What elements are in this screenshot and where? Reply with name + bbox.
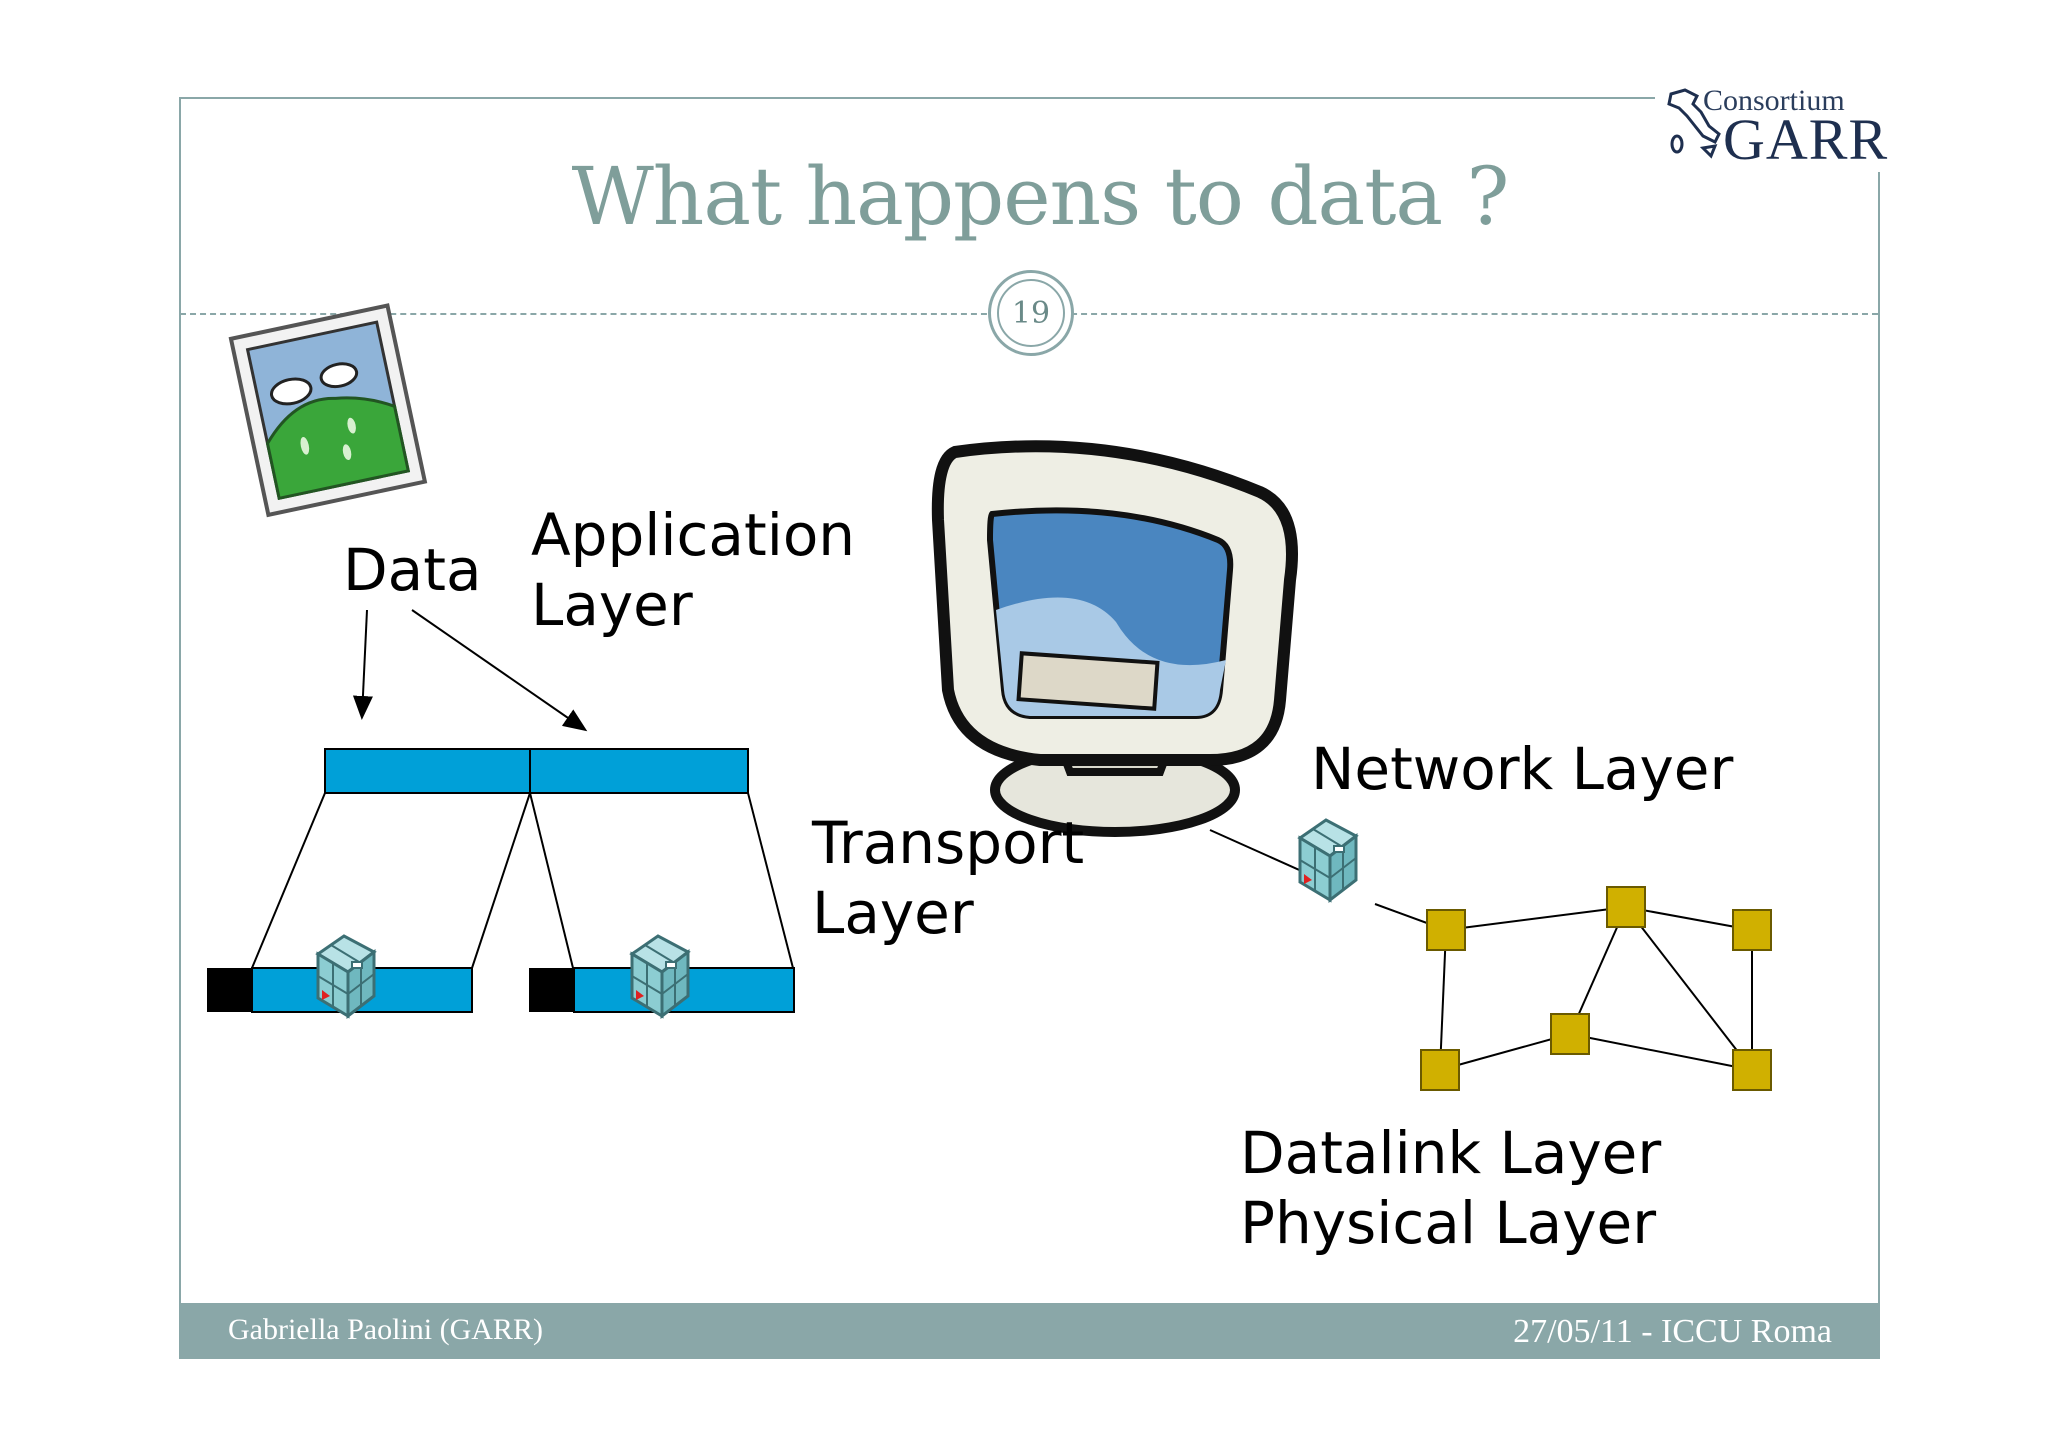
data-segment-left (324, 748, 531, 794)
physical-layer-label: Physical Layer (1240, 1189, 1657, 1257)
network-links (1439, 906, 1753, 1071)
transport-layer-label: Transport Layer (812, 809, 1085, 947)
footer-bar: Gabriella Paolini (GARR) 27/05/11 - ICCU… (180, 1303, 1878, 1357)
arrow-application-to-payload (411, 609, 588, 732)
network-node (1426, 909, 1466, 951)
package-cube-icon (630, 934, 690, 1018)
network-node (1550, 1013, 1590, 1055)
network-layer-label: Network Layer (1311, 735, 1734, 803)
computer-monitor-icon (931, 440, 1298, 837)
network-node (1420, 1049, 1460, 1091)
network-node (1732, 909, 1772, 951)
slide-title: What happens to data ? (571, 150, 1510, 243)
datalink-layer-label: Datalink Layer (1240, 1119, 1662, 1187)
network-node (1606, 886, 1646, 928)
application-layer-label: Application Layer (531, 501, 856, 639)
data-label: Data (343, 536, 482, 604)
package-cube-icon (316, 934, 376, 1018)
picture-icon (228, 303, 428, 518)
data-segment-right (529, 748, 749, 794)
segment-header-2 (529, 968, 574, 1012)
page-number-badge: 19 (988, 270, 1074, 356)
arrow-data-to-payload (352, 609, 373, 720)
package-cube-icon (1298, 818, 1358, 902)
page-number: 19 (997, 279, 1065, 347)
logo-garr-text: GARR (1723, 107, 1889, 172)
footer-author: Gabriella Paolini (GARR) (228, 1313, 543, 1346)
logo-consortium-text: Consortium (1703, 84, 1845, 117)
consortium-garr-logo: Consortium GARR (1655, 82, 1895, 172)
footer-date-event: 27/05/11 - ICCU Roma (1513, 1313, 1832, 1350)
italy-map-icon (1667, 88, 1721, 159)
segment-header-1 (207, 968, 252, 1012)
network-node (1732, 1049, 1772, 1091)
